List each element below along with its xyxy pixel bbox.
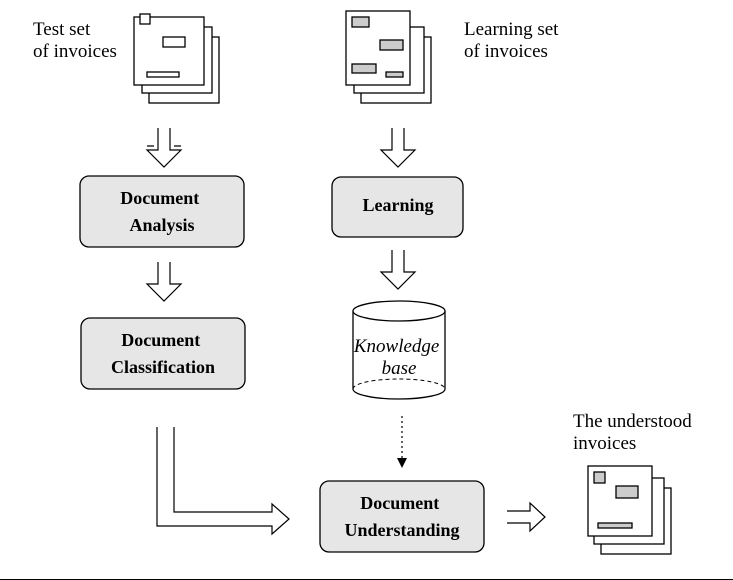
learning-set-label: Learning set of invoices (464, 19, 563, 62)
document-analysis-label-line-1: Document (120, 188, 199, 208)
understood-invoices-stack-icon (587, 465, 672, 555)
arrow-classification-to-understanding-icon (156, 427, 290, 536)
svg-text:Document Classification: Document Classification (111, 330, 215, 377)
knowledge-base-label-line-2: base (382, 358, 417, 379)
svg-text:Knowledge base: Knowledge base (353, 336, 444, 379)
knowledge-base-cylinder-icon: Knowledge base (352, 300, 446, 400)
test-set-label-line-2: of invoices (33, 41, 117, 62)
document-classification-label-line-1: Document (121, 330, 200, 350)
learning-set-stack-icon (345, 10, 432, 104)
arrow-analysis-to-classification-icon (145, 262, 183, 302)
document-analysis-box: Document Analysis (79, 175, 245, 248)
document-classification-box: Document Classification (80, 317, 246, 390)
document-understanding-label-line-1: Document (360, 493, 439, 513)
learning-set-label-line-1: Learning set (464, 19, 559, 40)
learning-box: Learning (331, 176, 464, 238)
understood-label-line-1: The understood (573, 411, 692, 432)
document-understanding-label-line-2: Understanding (344, 520, 459, 540)
knowledge-base-label-line-1: Knowledge (353, 336, 440, 357)
arrow-learning-to-knowledge-icon (379, 250, 417, 290)
document-understanding-box: Document Understanding (319, 480, 485, 553)
learning-label: Learning (362, 195, 433, 215)
understood-invoices-label: The understood invoices (573, 411, 696, 454)
svg-text:Document Analysis: Document Analysis (120, 188, 204, 235)
document-analysis-label-line-2: Analysis (129, 215, 194, 235)
document-classification-label-line-2: Classification (111, 357, 215, 377)
arrow-understanding-to-understood-icon (507, 501, 546, 533)
arrow-test-to-analysis-icon (145, 128, 183, 168)
test-set-label: Test set of invoices (33, 19, 117, 62)
svg-text:Learning: Learning (362, 195, 433, 215)
dotted-arrow-knowledge-to-understanding-icon (397, 416, 407, 468)
learning-set-label-line-2: of invoices (464, 41, 548, 62)
test-set-stack-icon (133, 13, 220, 104)
understood-label-line-2: invoices (573, 433, 636, 454)
arrow-learning-set-to-learning-icon (379, 128, 417, 168)
svg-text:Document Understanding: Document Understanding (344, 493, 459, 540)
test-set-label-line-1: Test set (33, 19, 91, 40)
